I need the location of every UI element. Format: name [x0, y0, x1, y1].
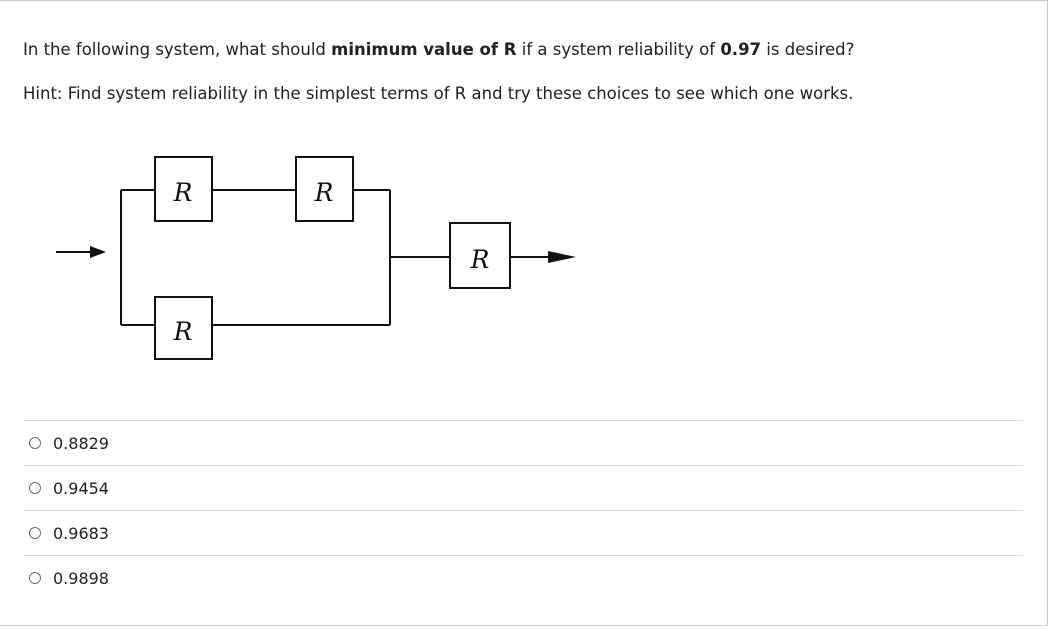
hint-text: Hint: Find system reliability in the sim…	[23, 84, 854, 103]
output-arrow-icon	[548, 251, 576, 263]
choice-label: 0.9898	[53, 568, 109, 588]
block-bottom: R	[154, 296, 213, 360]
diagram-wires	[56, 189, 552, 326]
radio-button[interactable]	[29, 527, 41, 539]
choice-2[interactable]: 0.9454	[23, 465, 1023, 510]
radio-button[interactable]	[29, 437, 41, 449]
choice-4[interactable]: 0.9898	[23, 555, 1023, 600]
question-text: In the following system, what should min…	[23, 39, 854, 61]
choice-3[interactable]: 0.9683	[23, 510, 1023, 555]
block-top-left: R	[154, 156, 213, 222]
block-label: R	[173, 317, 193, 346]
block-label: R	[173, 178, 193, 207]
diagram-svg: R R R R	[56, 156, 576, 360]
choice-label: 0.8829	[53, 433, 109, 453]
block-series: R	[449, 222, 511, 289]
question-bold-reliability: 0.97	[720, 40, 762, 59]
choice-1[interactable]: 0.8829	[23, 420, 1023, 465]
block-top-right: R	[295, 156, 354, 222]
question-part-3: is desired?	[761, 40, 855, 59]
question-part-1: In the following system, what should	[23, 40, 332, 59]
question-part-2: if a system reliability of	[516, 40, 721, 59]
block-label: R	[470, 245, 490, 274]
choice-label: 0.9454	[53, 478, 109, 498]
radio-button[interactable]	[29, 572, 41, 584]
radio-button[interactable]	[29, 482, 41, 494]
answer-choices: 0.8829 0.9454 0.9683 0.9898	[23, 420, 1023, 600]
reliability-block-diagram: R R R R	[40, 140, 600, 400]
choice-label: 0.9683	[53, 523, 109, 543]
block-label: R	[314, 178, 334, 207]
question-bold-minimum: minimum value of R	[331, 40, 517, 59]
input-arrow-icon	[90, 246, 106, 258]
